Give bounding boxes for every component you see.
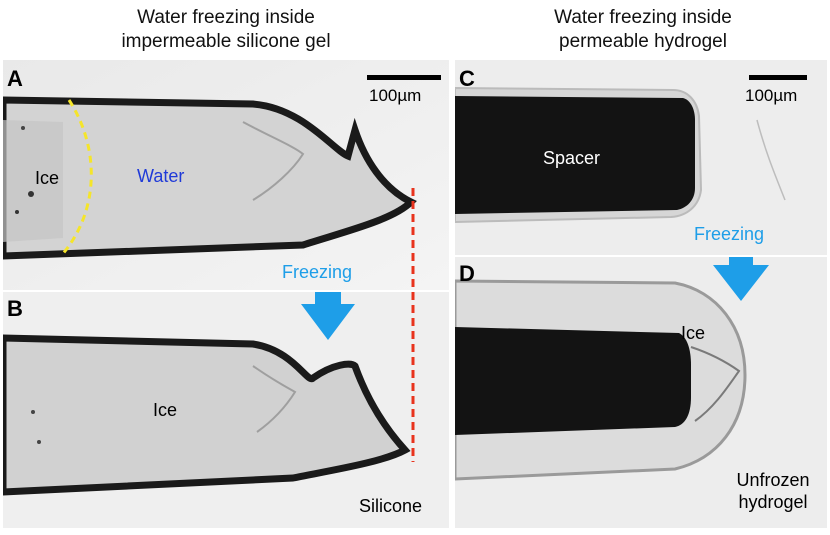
panel-b-micrograph: B Ice Silicone [3,292,449,528]
silicone-boundary-dashed-line [411,188,415,290]
freezing-label-right: Freezing [694,224,765,244]
panel-letter-c: C [459,66,475,91]
freezing-arrow-right-icon [713,257,769,301]
label-unfrozen-hydrogel: Unfrozen hydrogel [736,470,810,512]
panel-d-micrograph: D Ice Unfrozen hydrogel [455,257,827,528]
panel-c-image [455,60,827,255]
panel-d-image [455,257,827,528]
panel-letter-a: A [7,66,23,91]
scale-text-a: 100µm [369,86,422,105]
freezing-label-left: Freezing [282,262,353,282]
ice-front-dashed-line [59,99,93,257]
label-ice-d: Ice [681,323,706,343]
scale-text-c: 100µm [745,86,798,105]
freezing-arrow-left-icon [301,292,355,340]
panel-b-image [3,292,449,528]
title-hydrogel-column: Water freezing inside permeable hydrogel [554,7,732,52]
panel-a-micrograph: A Ice Water 100µm [3,60,449,290]
scale-bar-c [749,75,807,80]
label-spacer: Spacer [543,148,601,168]
panel-c-micrograph: C Spacer 100µm [455,60,827,255]
panel-letter-b: B [7,296,23,321]
title-silicone-column: Water freezing inside impermeable silico… [121,7,331,52]
label-ice-a: Ice [35,168,60,188]
panel-letter-d: D [459,261,475,286]
scale-bar-a [367,75,441,80]
label-silicone: Silicone [359,496,423,516]
panel-a-image [3,60,449,290]
label-water: Water [137,166,185,186]
label-ice-b: Ice [153,400,178,420]
